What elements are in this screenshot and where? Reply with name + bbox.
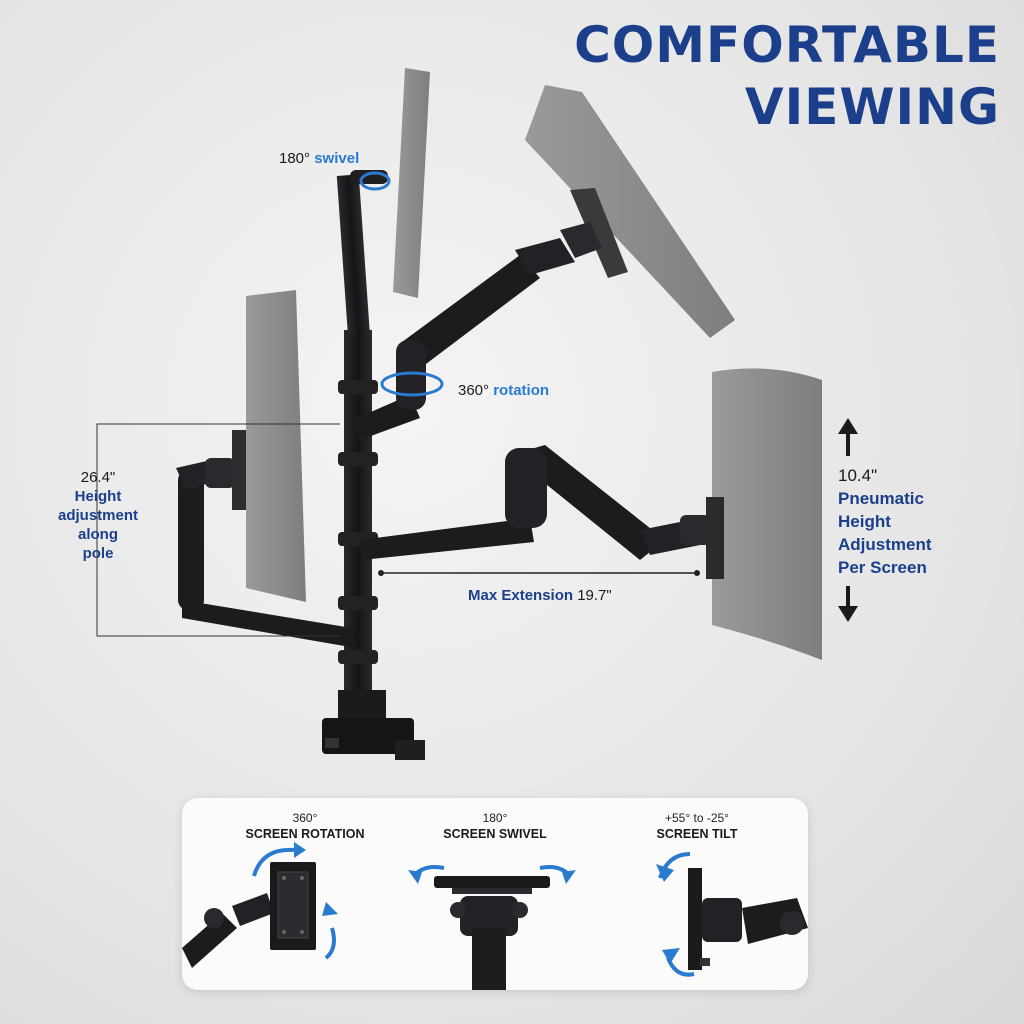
feature-rotation-value: 360° (292, 811, 318, 825)
curved-arrow-icon (324, 927, 336, 960)
arm-right (360, 445, 710, 560)
feature-tilt-title: +55° to -25° SCREEN TILT (612, 810, 782, 842)
feature-tilt-caption: SCREEN TILT (656, 827, 738, 841)
pneumatic-line-4: Per Screen (838, 558, 927, 577)
feature-rotation-caption: SCREEN ROTATION (245, 827, 365, 841)
extension-callout: Max Extension 19.7" (468, 587, 612, 604)
extension-value: 19.7" (577, 587, 612, 604)
swivel-callout: 180° swivel (279, 150, 359, 167)
swivel-value: 180° (279, 150, 311, 167)
extension-word: Max Extension (468, 587, 574, 604)
arm-upper-right (352, 222, 602, 440)
feature-swivel-title: 180° SCREEN SWIVEL (410, 810, 580, 842)
feature-swivel-illustration (408, 865, 576, 990)
headline: COMFORTABLE VIEWING (574, 14, 1000, 138)
pole-height-callout: 26.4" Height adjustment along pole (44, 468, 152, 563)
center-pole (322, 170, 425, 760)
pole-height-line-1: Height (74, 488, 122, 505)
swivel-arrow-icon (359, 171, 391, 191)
pneumatic-line-3: Adjustment (838, 535, 932, 554)
down-arrow-icon (838, 586, 858, 622)
up-arrow-icon (838, 418, 858, 456)
rotation-callout: 360° rotation (458, 382, 549, 399)
pneumatic-value: 10.4" (838, 466, 878, 485)
screen-left (246, 290, 306, 602)
swivel-word: swivel (314, 150, 360, 167)
pneumatic-callout: 10.4" Pneumatic Height Adjustment Per Sc… (838, 464, 978, 579)
pole-height-line-3: along (78, 526, 118, 543)
pole-height-value: 26.4" (80, 469, 116, 486)
feature-rotation-title: 360° SCREEN ROTATION (220, 810, 390, 842)
max-extension-line (378, 570, 700, 576)
headline-line-2: VIEWING (744, 78, 1000, 136)
screen-upper-right (525, 85, 735, 338)
screen-top (393, 68, 430, 298)
feature-tilt-value: +55° to -25° (665, 811, 729, 825)
feature-swivel-value: 180° (482, 811, 508, 825)
screen-right (706, 368, 822, 660)
pneumatic-line-2: Height (838, 512, 891, 531)
pneumatic-line-1: Pneumatic (838, 489, 924, 508)
headline-line-1: COMFORTABLE (574, 16, 1000, 74)
features-panel: 360° SCREEN ROTATION 180° SCREEN SWIVEL … (182, 798, 808, 990)
feature-tilt-illustration (656, 852, 808, 977)
rotation-arrow-icon (380, 371, 444, 397)
monitor-arm-illustration (96, 68, 858, 760)
pole-height-line-2: adjustment (57, 507, 138, 524)
curved-arrow-icon (252, 847, 295, 877)
feature-rotation-illustration (182, 842, 338, 968)
rotation-word: rotation (493, 382, 550, 399)
pole-height-bracket (96, 423, 340, 637)
pole-height-line-4: pole (82, 545, 114, 562)
feature-swivel-caption: SCREEN SWIVEL (443, 827, 547, 841)
feature-illustrations (182, 842, 808, 990)
rotation-value: 360° (458, 382, 490, 399)
